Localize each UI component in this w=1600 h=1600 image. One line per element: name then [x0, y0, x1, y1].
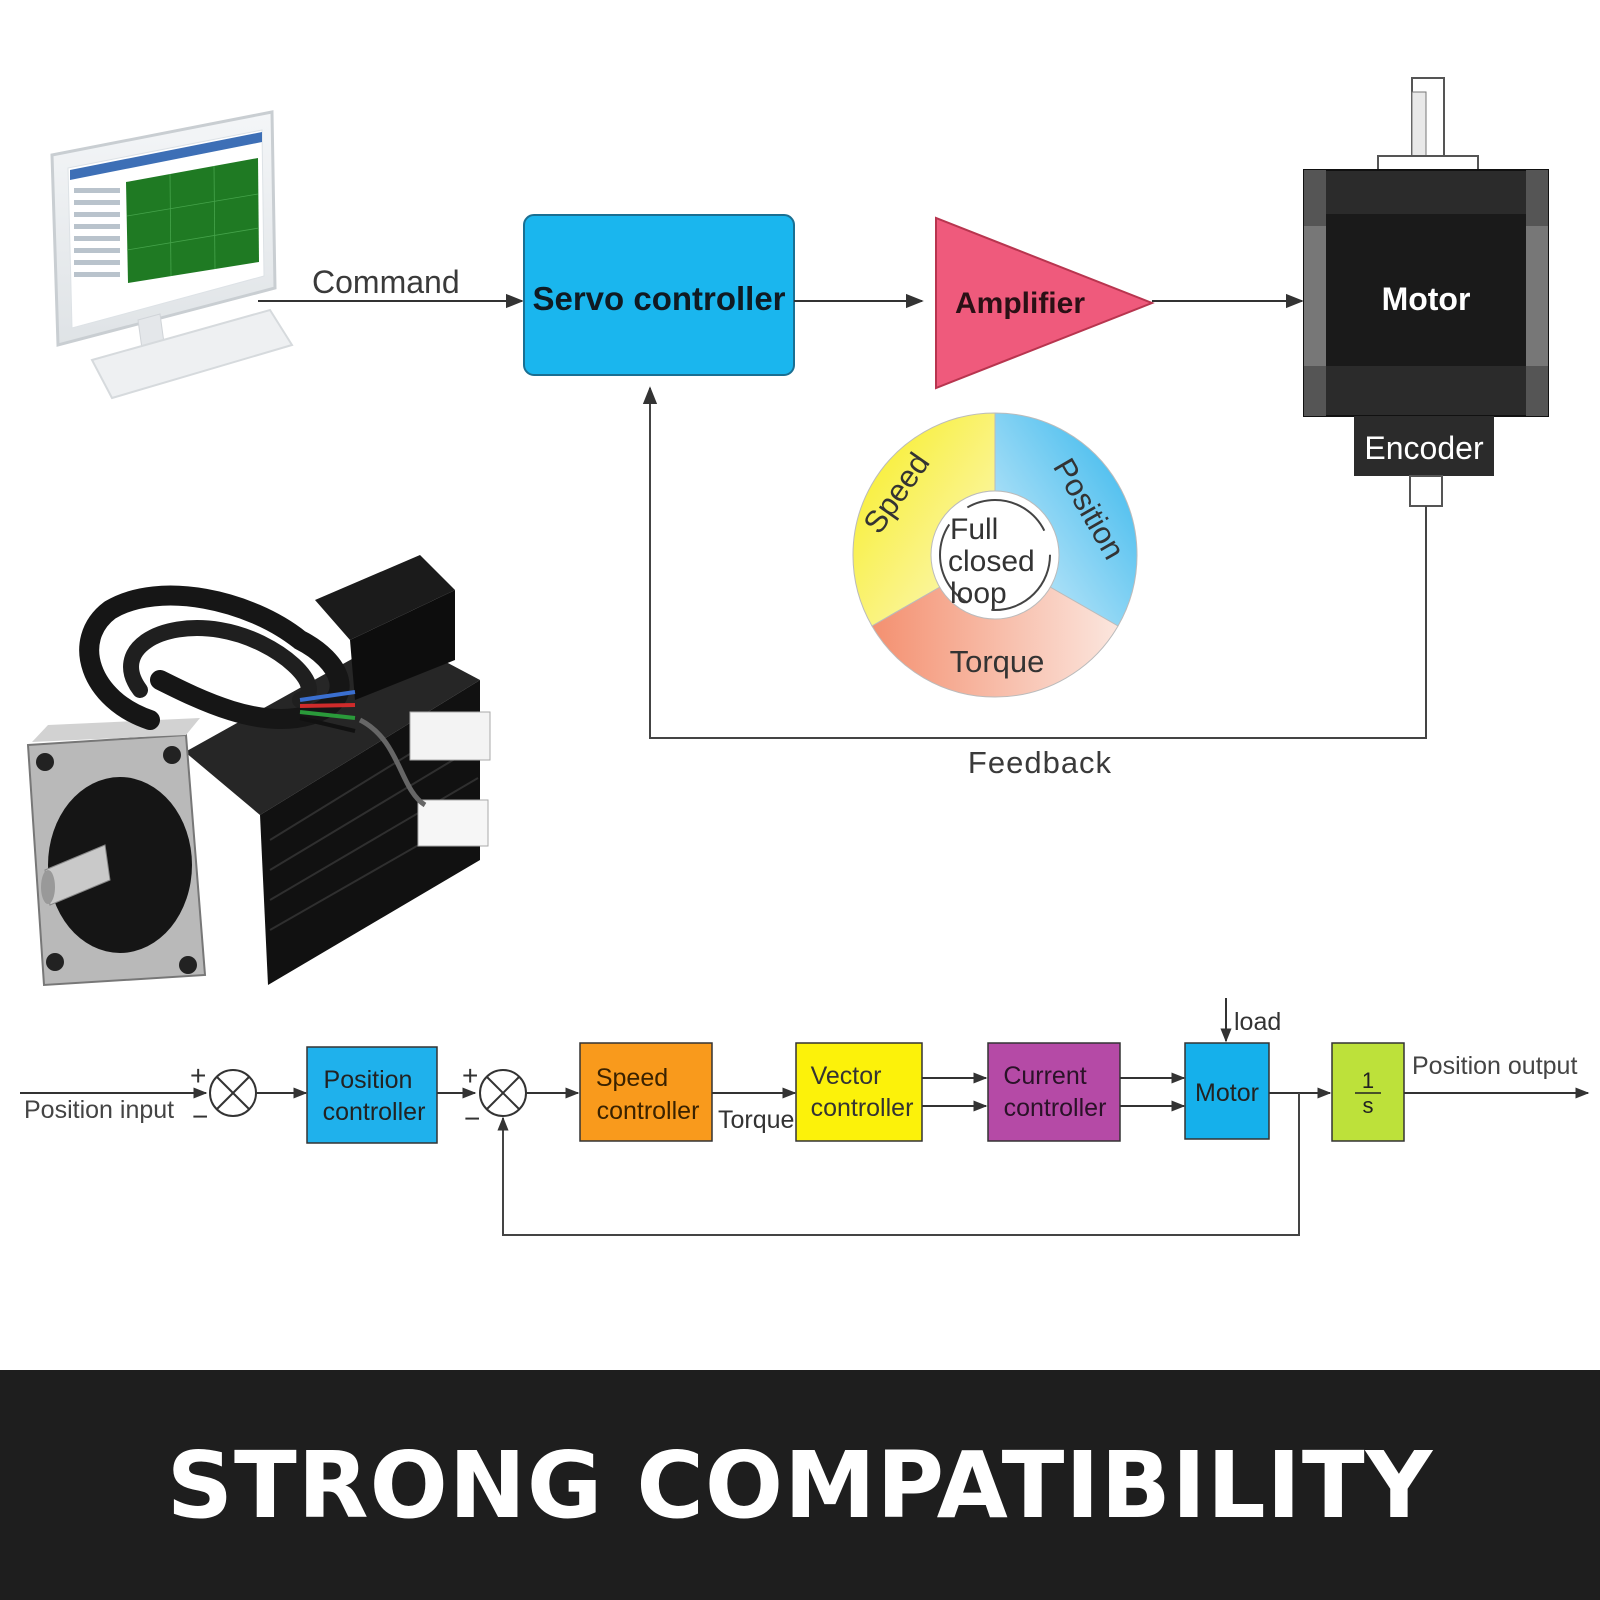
vector-controller-line1: Vector — [811, 1062, 882, 1090]
current-controller-block: Current controller — [987, 1042, 1121, 1142]
current-controller-line2: controller — [1004, 1094, 1107, 1122]
vector-controller-line2: controller — [811, 1094, 914, 1122]
feedback-label: Feedback — [968, 745, 1112, 780]
junction2-minus: − — [464, 1103, 480, 1134]
encoder-label: Encoder — [1364, 430, 1484, 466]
current-controller-line1: Current — [1003, 1062, 1086, 1090]
summing-junction-2 — [479, 1069, 527, 1117]
servo-controller-block: Servo controller — [523, 214, 795, 376]
speed-controller-line2: controller — [597, 1097, 700, 1125]
loop-center-line3: loop — [950, 577, 1007, 610]
position-controller-line1: Position — [324, 1066, 413, 1094]
loop-center-line2: closed — [948, 545, 1035, 578]
amplifier-block: Amplifier — [935, 216, 1155, 390]
vector-controller-block: Vector controller — [795, 1042, 923, 1142]
junction1-minus: − — [192, 1101, 208, 1132]
position-controller-block: Position controller — [306, 1046, 438, 1144]
servo-motor-product-image — [26, 555, 491, 987]
motor-block: Motor — [1184, 1042, 1270, 1140]
feedback-line — [642, 386, 1427, 739]
position-controller-line2: controller — [323, 1098, 426, 1126]
junction2-plus: + — [462, 1060, 478, 1091]
motor-top-icon: Motor — [1303, 77, 1549, 417]
servo-system-diagram: Command Servo controller Amplifier Motor… — [20, 77, 1590, 1236]
position-input-label: Position input — [24, 1096, 174, 1124]
integrator-block: 1 s — [1331, 1042, 1405, 1142]
motor-block-label: Motor — [1195, 1079, 1259, 1107]
motor-label: Motor — [1382, 281, 1471, 317]
load-label: load — [1234, 1008, 1281, 1036]
position-output-label: Position output — [1412, 1052, 1577, 1080]
torque-label: Torque — [718, 1106, 794, 1134]
junction1-plus: + — [190, 1060, 206, 1091]
torque-segment-label: Torque — [950, 644, 1045, 679]
closed-loop-ring: Speed Position Torque Full closed loop — [852, 412, 1138, 698]
servo-controller-label: Servo controller — [532, 280, 785, 317]
computer-monitor-icon — [50, 110, 294, 400]
summing-junction-1 — [209, 1069, 257, 1117]
speed-controller-block: Speed controller — [579, 1042, 713, 1142]
bottom-banner: STRONG COMPATIBILITY — [0, 1370, 1600, 1600]
integrator-numerator: 1 — [1362, 1068, 1374, 1093]
speed-feedback-line — [497, 1093, 1300, 1236]
speed-controller-line1: Speed — [596, 1064, 668, 1092]
banner-title: STRONG COMPATIBILITY — [166, 1431, 1434, 1539]
command-label: Command — [312, 264, 460, 300]
encoder-block: Encoder — [1354, 416, 1494, 507]
loop-center-line1: Full — [950, 513, 998, 546]
integrator-denominator: s — [1363, 1093, 1374, 1118]
amplifier-label: Amplifier — [955, 287, 1085, 320]
